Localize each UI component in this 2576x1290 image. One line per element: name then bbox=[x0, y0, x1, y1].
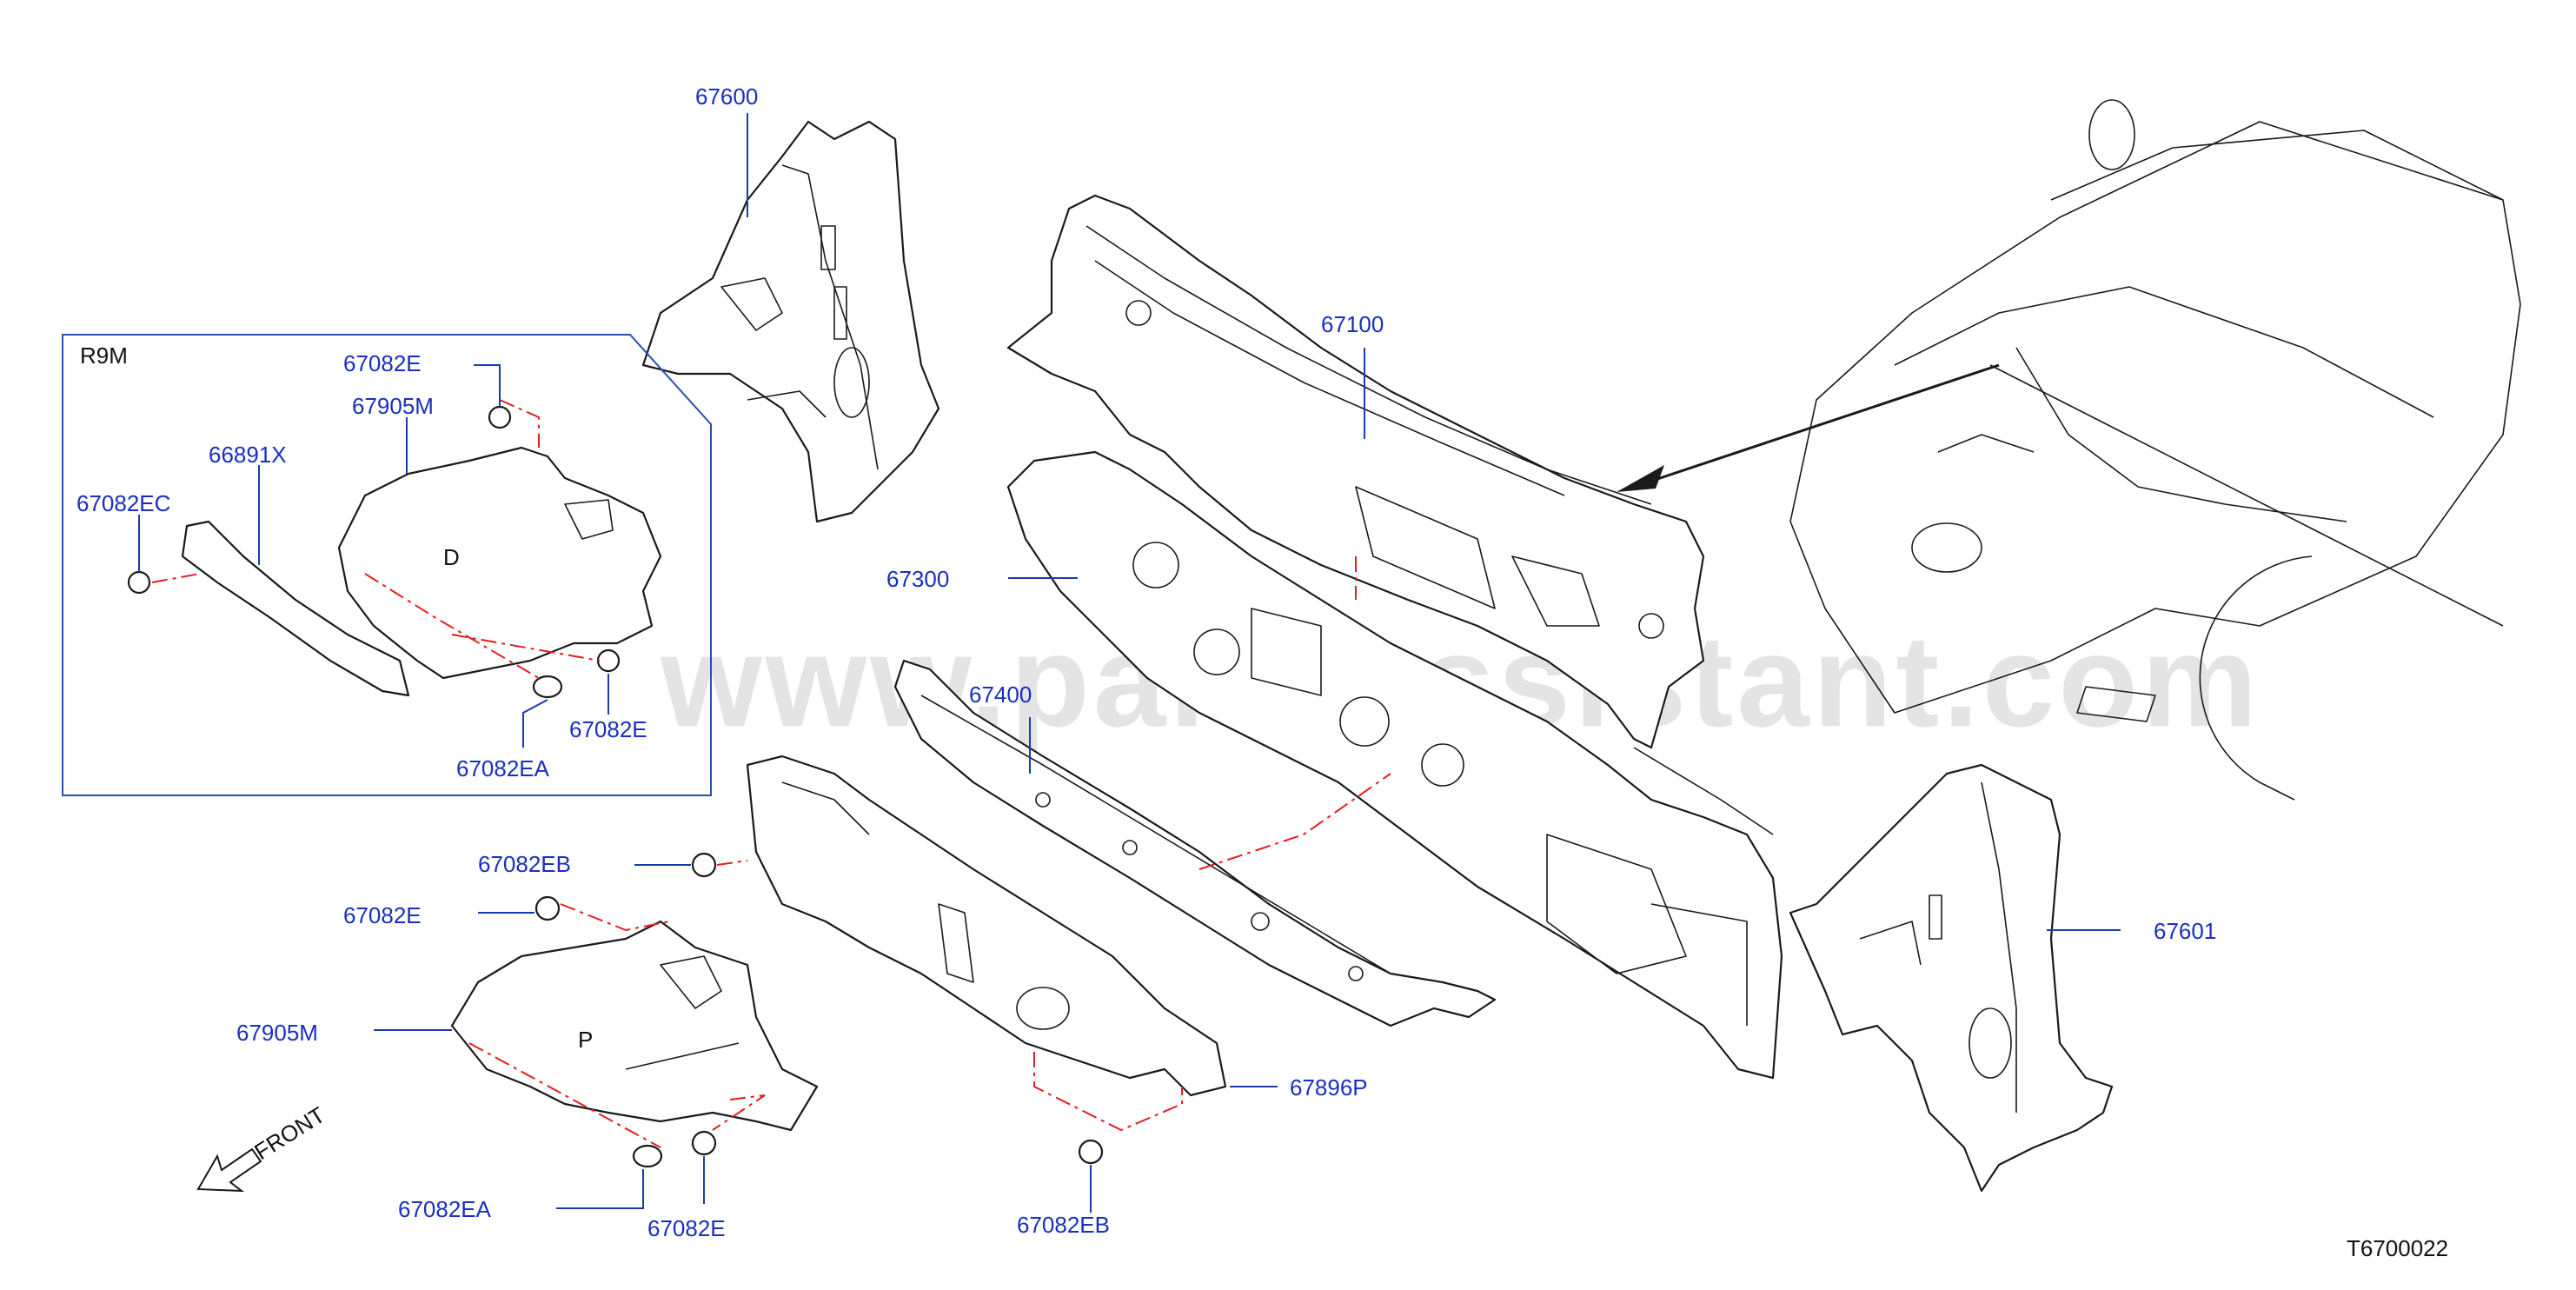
label-67896P[interactable]: 67896P bbox=[1290, 1074, 1368, 1100]
front-arrow: FRONT bbox=[196, 1101, 329, 1193]
diagram-code: T6700022 bbox=[2347, 1235, 2448, 1261]
label-67300[interactable]: 67300 bbox=[886, 566, 949, 592]
label-67082E-bottom[interactable]: 67082E bbox=[647, 1215, 726, 1241]
part-67601[interactable] bbox=[1789, 763, 2114, 1193]
inset-label-66891X[interactable]: 66891X bbox=[209, 442, 287, 468]
inset-insulator-67905M bbox=[337, 446, 662, 680]
inset-label-67082EA[interactable]: 67082EA bbox=[456, 755, 550, 781]
label-67082EA[interactable]: 67082EA bbox=[398, 1196, 492, 1222]
svg-text:D: D bbox=[443, 544, 460, 570]
part-dash-insulator[interactable] bbox=[746, 755, 1227, 1097]
label-67082E-left[interactable]: 67082E bbox=[343, 902, 422, 928]
label-67100[interactable]: 67100 bbox=[1321, 311, 1384, 337]
leader-lines bbox=[374, 113, 2121, 1213]
front-label: FRONT bbox=[249, 1101, 329, 1165]
inset-label-67905M[interactable]: 67905M bbox=[352, 393, 434, 419]
vehicle-sketch bbox=[1617, 99, 2521, 801]
part-67400[interactable] bbox=[893, 659, 1497, 1027]
part-67100[interactable] bbox=[1006, 194, 1705, 749]
part-67905M[interactable]: P bbox=[450, 920, 819, 1132]
assembly-lines bbox=[468, 556, 1391, 1148]
part-67300[interactable] bbox=[1006, 450, 1783, 1080]
inset-label-67082E-bottom[interactable]: 67082E bbox=[569, 716, 647, 742]
part-67600[interactable] bbox=[641, 120, 940, 523]
fasteners bbox=[534, 852, 1104, 1168]
inset-label-67082EC[interactable]: 67082EC bbox=[76, 490, 170, 516]
label-67082EB-bottom[interactable]: 67082EB bbox=[1017, 1212, 1110, 1238]
svg-text:P: P bbox=[578, 1027, 593, 1053]
inset-bracket-66891X bbox=[181, 520, 410, 697]
label-67905M[interactable]: 67905M bbox=[236, 1020, 318, 1046]
inset-label-67082E-top[interactable]: 67082E bbox=[343, 350, 422, 376]
label-67600[interactable]: 67600 bbox=[695, 83, 758, 110]
label-67601[interactable]: 67601 bbox=[2154, 918, 2216, 944]
labels: 67600 67100 67300 67400 67601 67896P 670… bbox=[76, 83, 2216, 1241]
label-67082EB-top[interactable]: 67082EB bbox=[478, 851, 571, 877]
inset-r9m: R9M D bbox=[62, 334, 712, 796]
label-67400[interactable]: 67400 bbox=[969, 682, 1032, 708]
inset-title: R9M bbox=[80, 342, 128, 369]
